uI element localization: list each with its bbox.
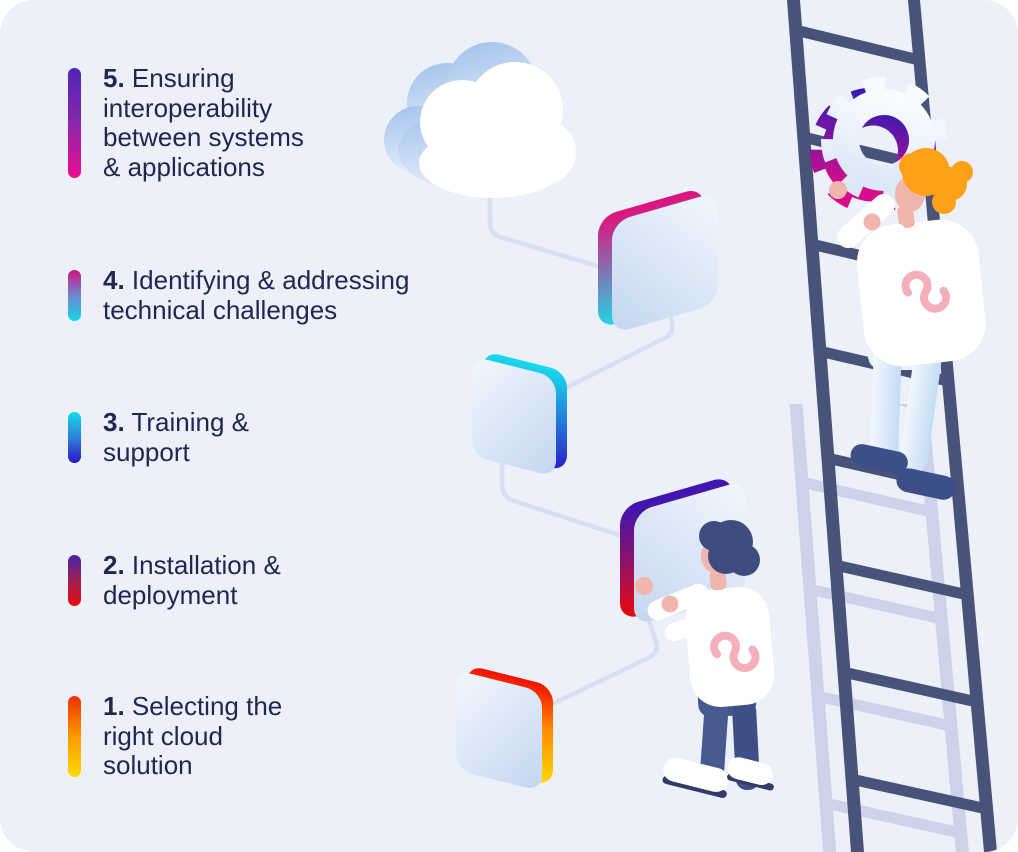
- tile-step-4: [598, 191, 718, 330]
- step-item-5: 5. Ensuring interoperability between sys…: [68, 63, 304, 182]
- step-5-label: Ensuring interoperability between system…: [103, 63, 304, 182]
- step-2-label: Installation & deployment: [103, 550, 281, 610]
- step-item-1: 1. Selecting the right cloud solution: [68, 691, 283, 781]
- cloud-icon: [384, 42, 576, 198]
- step-4-gradient-bar: [68, 270, 81, 321]
- step-5-gradient-bar: [68, 68, 81, 178]
- step-4-number: 4.: [103, 265, 125, 295]
- step-3-label: Training & support: [103, 407, 249, 467]
- step-3-text: 3. Training & support: [103, 407, 249, 467]
- step-2-gradient-bar: [68, 555, 81, 606]
- tile-step-1: [456, 668, 553, 788]
- step-3-number: 3.: [103, 407, 125, 437]
- step-1-text: 1. Selecting the right cloud solution: [103, 691, 283, 781]
- worker-on-ladder: [829, 148, 986, 500]
- step-3-gradient-bar: [68, 412, 81, 463]
- step-5-number: 5.: [103, 63, 125, 93]
- step-4-text: 4. Identifying & addressing technical ch…: [103, 265, 410, 325]
- tile-step-3: [472, 354, 567, 474]
- step-2-number: 2.: [103, 550, 125, 580]
- step-1-number: 1.: [103, 691, 125, 721]
- step-item-2: 2. Installation & deployment: [68, 550, 281, 610]
- step-2-text: 2. Installation & deployment: [103, 550, 281, 610]
- step-item-3: 3. Training & support: [68, 407, 249, 467]
- step-item-4: 4. Identifying & addressing technical ch…: [68, 265, 410, 325]
- connector-lines: [487, 194, 675, 711]
- step-4-label: Identifying & addressing technical chall…: [103, 265, 410, 325]
- hair-standing: [699, 520, 760, 576]
- gear-icon: [809, 77, 947, 214]
- step-1-label: Selecting the right cloud solution: [103, 691, 283, 780]
- worker-standing: [635, 520, 775, 798]
- hair-ladder: [899, 148, 973, 214]
- ladder-shadow: [789, 404, 969, 852]
- step-5-text: 5. Ensuring interoperability between sys…: [103, 63, 304, 182]
- step-1-gradient-bar: [68, 696, 81, 777]
